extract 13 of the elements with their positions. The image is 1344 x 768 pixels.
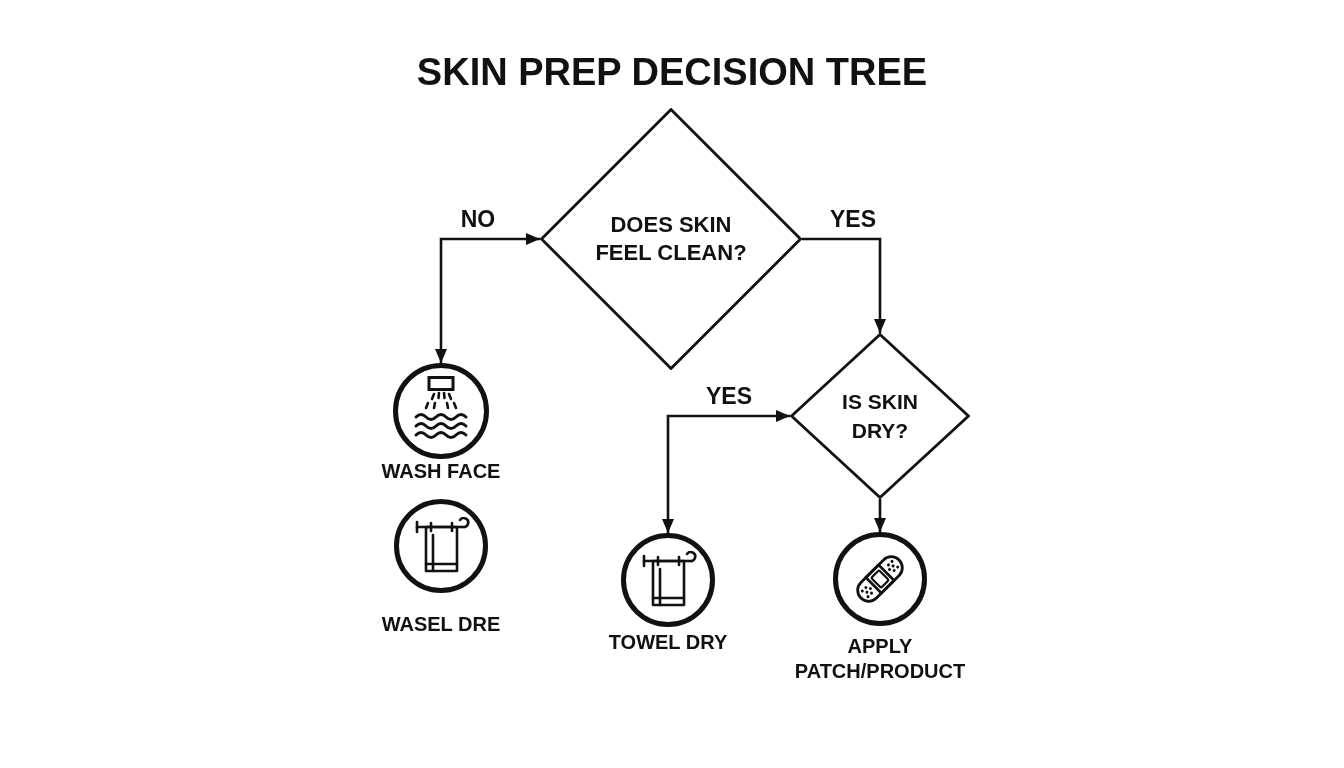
decision-text: DOES SKIN FEEL CLEAN?: [594, 211, 748, 267]
flow-arrow: [435, 233, 540, 363]
step-label: TOWEL DRY: [608, 630, 728, 655]
step-label: APPLY PATCH/PRODUCT: [793, 634, 967, 684]
decision-text: IS SKIN DRY?: [841, 389, 919, 444]
decision-diamond: [790, 333, 970, 499]
decision-diamond: [540, 108, 802, 370]
step-label: WASH FACE: [381, 459, 501, 484]
flow-arrow: [802, 237, 886, 333]
flow-arrow: [874, 499, 886, 532]
flow-arrow: [662, 410, 790, 533]
step-label: WASEL DRE: [381, 612, 501, 637]
diagram-title: SKIN PREP DECISION TREE: [416, 50, 928, 94]
